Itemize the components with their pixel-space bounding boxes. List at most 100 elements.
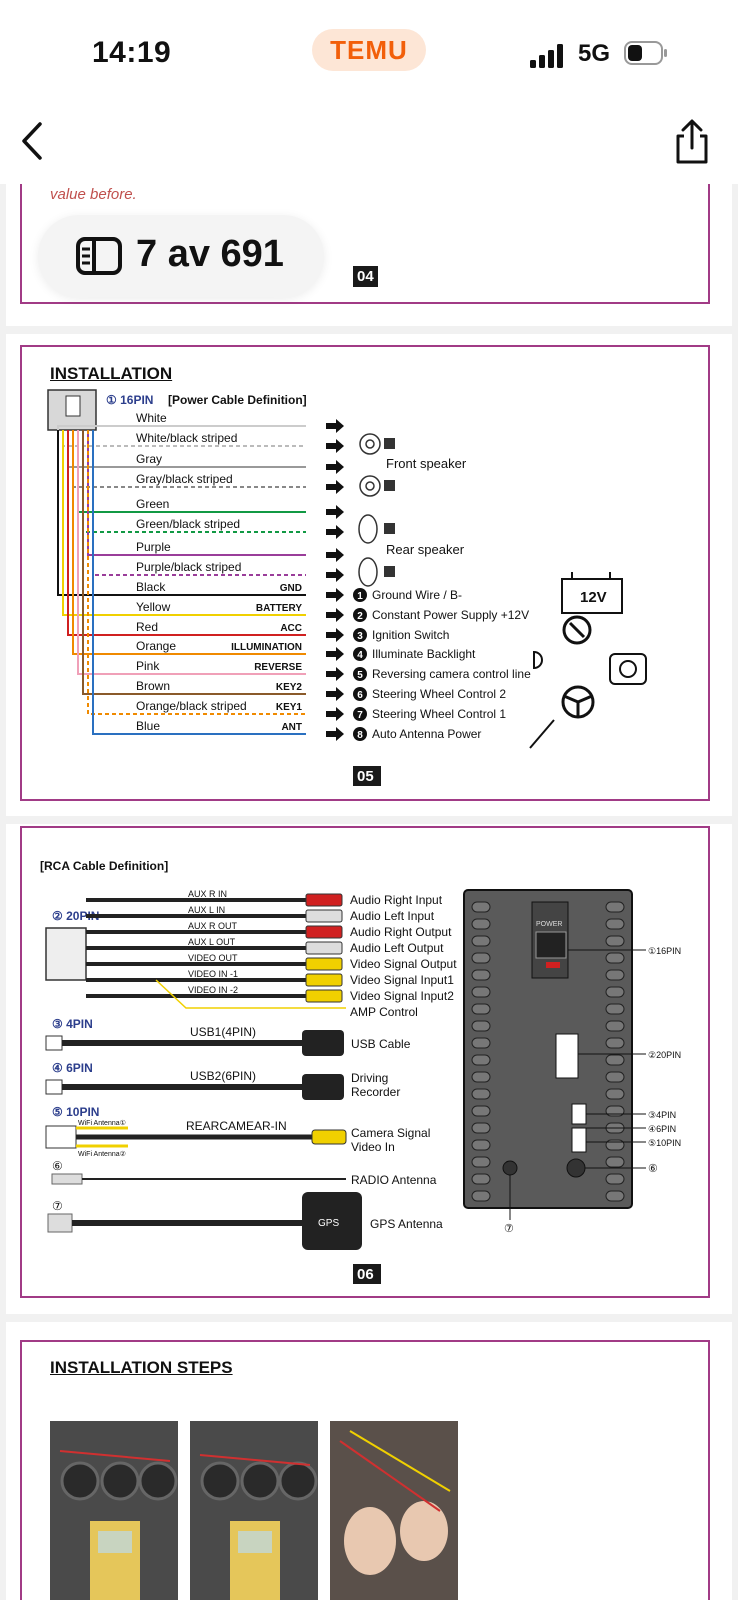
arrow-icon bbox=[326, 439, 344, 453]
step-number: 8 bbox=[357, 730, 363, 741]
wire-label: Yellow bbox=[136, 600, 171, 614]
usb-plug-icon bbox=[302, 1074, 344, 1100]
installation-photo-3[interactable] bbox=[330, 1421, 458, 1600]
unit-label: ⑦ bbox=[504, 1223, 514, 1235]
speaker-icon bbox=[358, 557, 395, 587]
step-badge bbox=[353, 667, 367, 681]
step-badge bbox=[353, 707, 367, 721]
arrow-icon bbox=[326, 525, 344, 539]
page-5-frame bbox=[20, 345, 710, 801]
speaker-icon bbox=[359, 433, 395, 455]
step-number: 2 bbox=[357, 611, 363, 622]
vent-slot bbox=[605, 1156, 625, 1168]
page-number: 05 bbox=[357, 768, 374, 785]
arrow-icon bbox=[326, 588, 344, 602]
installation-photo-1[interactable] bbox=[50, 1421, 178, 1600]
rca-label: Audio Right Output bbox=[350, 925, 452, 939]
vent-slot bbox=[471, 918, 491, 930]
arrow-icon bbox=[326, 687, 344, 701]
usb1-tag: USB1(4PIN) bbox=[190, 1025, 256, 1039]
wifi2-label: WiFi Antenna② bbox=[78, 1150, 126, 1158]
function-label: Illuminate Backlight bbox=[372, 647, 476, 661]
20pin-connector bbox=[45, 927, 87, 981]
section-title: INSTALLATION bbox=[50, 364, 173, 383]
navigation-bar bbox=[0, 100, 738, 184]
section-title: INSTALLATION STEPS bbox=[50, 1358, 233, 1377]
battery-label: 12V bbox=[580, 589, 607, 606]
wire-line bbox=[77, 430, 306, 675]
app-badge[interactable]: TEMU bbox=[312, 29, 426, 71]
vent-slot bbox=[605, 1003, 625, 1015]
document-viewer[interactable]: 04 INSTALLATION ① 16PIN [Power Cable Def… bbox=[0, 184, 738, 1600]
vent-slot bbox=[605, 1088, 625, 1100]
camera-label-1: Camera Signal bbox=[351, 1126, 430, 1140]
rca-tag: AUX L OUT bbox=[188, 937, 236, 947]
vent-slot bbox=[471, 1173, 491, 1185]
camera-icon bbox=[609, 653, 647, 685]
arrow-icon bbox=[326, 460, 344, 474]
rca-label: Video Signal Input2 bbox=[350, 989, 454, 1003]
wire-label: Black bbox=[136, 580, 166, 594]
usb1-label: USB Cable bbox=[351, 1037, 411, 1051]
4pin-label: ③ 4PIN bbox=[52, 1017, 93, 1031]
arrow-icon bbox=[326, 568, 344, 582]
wire-tag: ILLUMINATION bbox=[231, 642, 302, 653]
vent-slot bbox=[605, 1071, 625, 1083]
function-label: Ground Wire / B- bbox=[372, 588, 462, 602]
wire-label: Red bbox=[136, 620, 158, 634]
antenna-icon bbox=[529, 719, 555, 749]
installation-photo-2[interactable] bbox=[190, 1421, 318, 1600]
note-text: value before. bbox=[50, 186, 137, 203]
arrow-icon bbox=[326, 628, 344, 642]
usb2-label-2: Recorder bbox=[351, 1085, 400, 1099]
gps-module-icon bbox=[302, 1192, 362, 1250]
wire-label: Pink bbox=[136, 659, 160, 673]
wire-line bbox=[87, 430, 306, 715]
share-icon[interactable] bbox=[672, 118, 712, 166]
function-label: Reversing camera control line bbox=[372, 667, 531, 681]
rca-tag: VIDEO IN -2 bbox=[188, 985, 238, 995]
step-badge bbox=[353, 588, 367, 602]
unit-label: ②20PIN bbox=[648, 1050, 681, 1060]
status-time: 14:19 bbox=[92, 36, 172, 69]
unit-label: ③4PIN bbox=[648, 1110, 676, 1120]
chevron-left-icon[interactable] bbox=[16, 120, 52, 162]
rca-plug-icon bbox=[305, 957, 343, 971]
wire-label: Orange bbox=[136, 639, 176, 653]
vent-slot bbox=[471, 969, 491, 981]
vent-slot bbox=[605, 1037, 625, 1049]
arrow-icon bbox=[326, 505, 344, 519]
arrow-icon bbox=[326, 667, 344, 681]
ignition-key-icon bbox=[562, 615, 592, 645]
wire-label: White/black striped bbox=[136, 431, 237, 445]
rca-plug-icon bbox=[305, 925, 343, 939]
power-cable-diagram: ① 16PIN [Power Cable Definition] WhiteWh… bbox=[47, 389, 647, 786]
step-badge bbox=[353, 628, 367, 642]
vent-slot bbox=[605, 952, 625, 964]
gps-label: GPS Antenna bbox=[370, 1217, 443, 1231]
rca-label: Video Signal Output bbox=[350, 957, 457, 971]
arrow-icon bbox=[326, 707, 344, 721]
radio-label: RADIO Antenna bbox=[351, 1173, 437, 1187]
wire-tag: BATTERY bbox=[256, 603, 302, 614]
vent-slot bbox=[471, 1088, 491, 1100]
step-badge bbox=[353, 647, 367, 661]
rear-speaker-label: Rear speaker bbox=[386, 542, 465, 557]
vent-slot bbox=[471, 901, 491, 913]
wire-line bbox=[67, 430, 306, 636]
camera-label-2: Video In bbox=[351, 1140, 395, 1154]
rca-tag: VIDEO IN -1 bbox=[188, 969, 238, 979]
wire-label: Purple/black striped bbox=[136, 560, 241, 574]
rca-plug-icon bbox=[305, 941, 343, 955]
function-label: Constant Power Supply +12V bbox=[372, 608, 529, 622]
page-counter[interactable]: 7 av 691 bbox=[38, 215, 324, 297]
rca-label: Video Signal Input1 bbox=[350, 973, 454, 987]
vent-slot bbox=[471, 1037, 491, 1049]
page-6-frame bbox=[20, 826, 710, 1298]
wire-line bbox=[72, 430, 306, 655]
step-badge bbox=[353, 608, 367, 622]
rca-tag: AUX R OUT bbox=[188, 921, 238, 931]
